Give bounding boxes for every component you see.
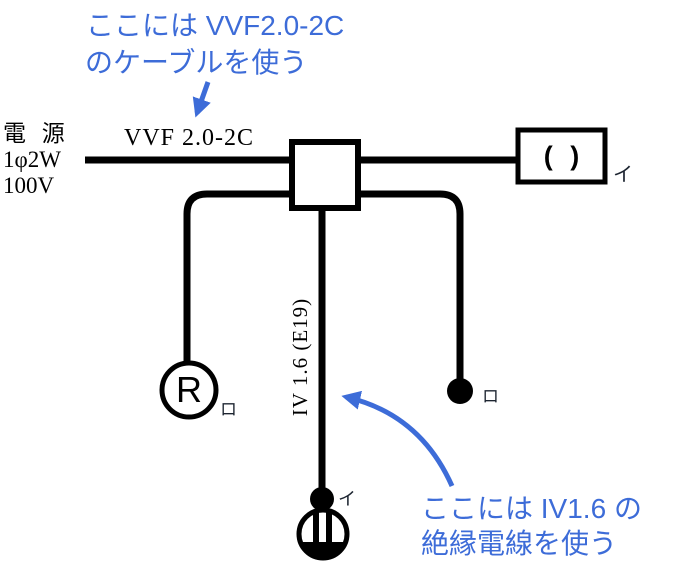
lamp-receptacle-label: ロ [220, 400, 237, 419]
outlet-blade-right [326, 512, 332, 548]
down-arrow-icon [192, 81, 211, 118]
switch-right-symbol [447, 378, 473, 404]
line-to-lamp-receptacle [183, 190, 292, 364]
curved-arrow-icon [341, 390, 455, 488]
outlet-base-fill [301, 542, 345, 556]
ceiling-rosette-label: イ [613, 164, 633, 186]
outlet-blade-left [313, 512, 319, 548]
power-source-line1: 電 源 [3, 121, 65, 146]
power-source-line3: 100V [3, 173, 55, 198]
annotation-top-line1: ここには VVF2.0-2C [86, 10, 345, 41]
lamp-receptacle-letter: R [176, 369, 202, 410]
switch-right-label: ロ [482, 387, 499, 406]
annotation-top-line2: のケーブルを使う [85, 47, 308, 78]
annotation-bottom-line2: 絶縁電線を使う [421, 528, 618, 559]
cable-type-label: VVF 2.0-2C [123, 125, 254, 151]
insulated-wire-label: IV 1.6 (E19) [288, 297, 312, 417]
power-source-label: 電 源 1φ2W 100V [3, 121, 65, 199]
annotation-bottom-line1: ここには IV1.6 の [421, 493, 642, 524]
ceiling-rosette-square-symbol [515, 127, 608, 185]
switch-center-label: イ [338, 489, 356, 509]
ceiling-rosette-parens-symbol: ( ) [543, 140, 585, 171]
outlet-box [289, 139, 361, 211]
switch-center-symbol [310, 487, 334, 511]
lamp-receptacle-symbol [159, 360, 219, 420]
power-source-line2: 1φ2W [3, 147, 61, 172]
line-to-switch-right [358, 190, 464, 380]
